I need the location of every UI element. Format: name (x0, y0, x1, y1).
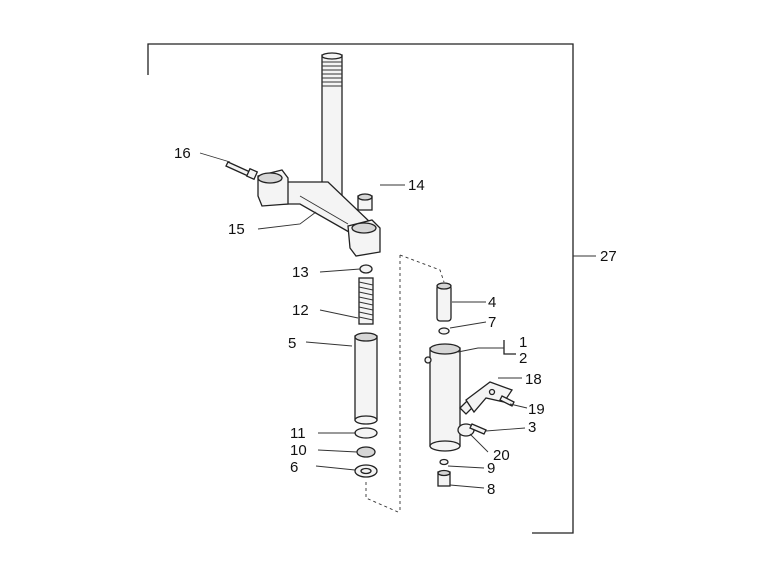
callout-18: 18 (525, 371, 542, 388)
callout-14: 14 (408, 177, 425, 194)
screw-19 (499, 395, 515, 407)
bolt-16 (225, 161, 259, 181)
callout-10: 10 (290, 442, 307, 459)
bolt-8 (437, 469, 451, 487)
callout-13: 13 (292, 264, 309, 281)
callout-2: 2 (519, 350, 527, 367)
callout-16: 16 (174, 145, 191, 162)
assembly-bracket (147, 43, 574, 534)
callout-12: 12 (292, 302, 309, 319)
washer-7 (438, 327, 450, 335)
callout-1: 1 (519, 334, 527, 351)
steering-stem (321, 52, 343, 196)
bracket-1-2 (503, 340, 516, 355)
callout-19: 19 (528, 401, 545, 418)
callout-15: 15 (228, 221, 245, 238)
fork-leg (424, 343, 477, 452)
callout-8: 8 (487, 481, 495, 498)
assembly-line-left (365, 482, 399, 513)
nut-14 (357, 193, 373, 211)
callout-5: 5 (288, 335, 296, 352)
damper-4 (436, 282, 452, 322)
callout-9: 9 (487, 460, 495, 477)
leader-lines (199, 152, 528, 489)
spring-12 (358, 277, 374, 325)
washer-9 (439, 458, 449, 466)
ring-6 (354, 464, 378, 478)
assembly-line-top (399, 254, 445, 283)
ring-11 (354, 427, 378, 439)
callout-7: 7 (488, 314, 496, 331)
callout-20: 20 (493, 447, 510, 464)
callout-6: 6 (290, 459, 298, 476)
ring-10 (356, 446, 376, 458)
fork-crown (257, 169, 381, 257)
tube-5 (354, 332, 378, 425)
washer-13 (359, 264, 373, 274)
callout-11: 11 (290, 425, 306, 442)
callout-3: 3 (528, 419, 536, 436)
callout-4: 4 (488, 294, 496, 311)
callout-27: 27 (600, 248, 617, 265)
screw-3 (469, 423, 487, 435)
